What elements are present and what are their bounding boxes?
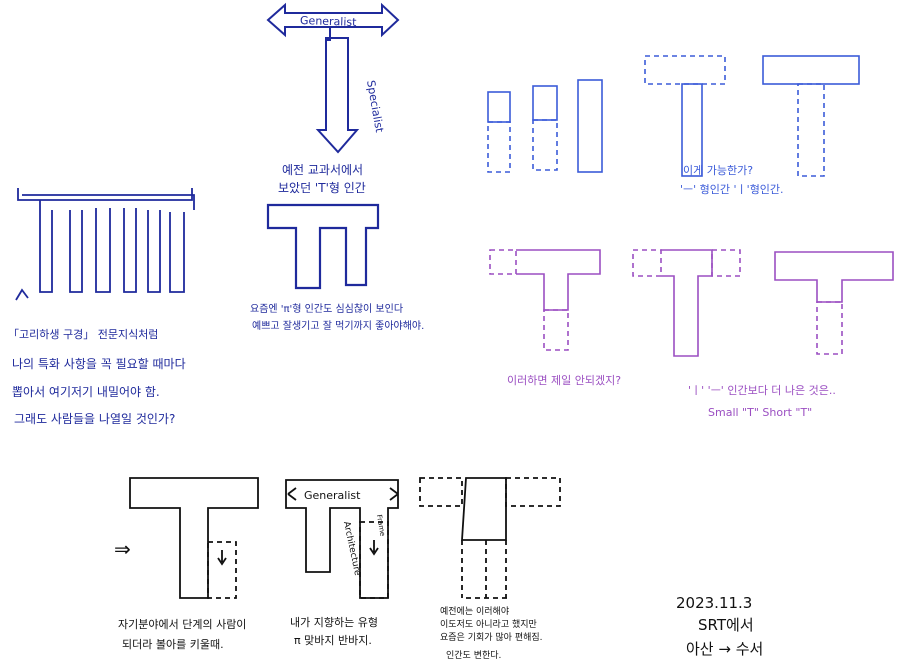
- bottom-caption2-line1: 내가 지향하는 유형: [290, 615, 378, 629]
- architecture-label: Architecture: [341, 521, 362, 577]
- bottom-caption1-line2: 되더라 볼아를 키울때.: [122, 638, 224, 651]
- bottom-generalist-label: Generalist: [304, 489, 361, 502]
- bottom-caption3-line2: 이도저도 아니라고 했지만: [440, 618, 537, 630]
- bottom-caption2-line2: π 맞바지 반바지.: [294, 634, 372, 647]
- signature-line2: SRT에서: [698, 616, 754, 634]
- comb-caption-line3: 뽑아서 여기저기 내밀어야 함.: [12, 385, 160, 399]
- t-caption-line1: 예전 교과서에서: [282, 163, 363, 177]
- purple-t-diagram: [489, 249, 894, 357]
- pi-caption-line1: 요즘엔 'π'형 인간도 심심찮이 보인다: [250, 303, 403, 315]
- blue-caption-line1: 이게 가능한가?: [683, 164, 753, 177]
- bottom-caption3-line4: 인간도 변한다.: [446, 650, 501, 661]
- frame-label: Frame: [375, 514, 387, 537]
- bottom-caption3-line3: 요즘은 기회가 많아 편해짐.: [440, 631, 543, 643]
- t-caption-line2: 보았던 'T'형 인간: [278, 181, 366, 195]
- arrow-glyph: ⇒: [114, 537, 131, 561]
- blue-bars-diagram: [487, 55, 860, 177]
- signature-date: 2023.11.3: [676, 594, 752, 612]
- purple-caption-left: 이러하면 제일 안되겠지?: [507, 373, 621, 387]
- bottom-caption3-line1: 예전에는 이러해야: [440, 606, 509, 617]
- comb-shape-diagram: [15, 188, 195, 301]
- generalist-label: Generalist: [300, 14, 358, 29]
- bottom-caption1-line1: 자기분야에서 단계의 사람이: [118, 618, 246, 631]
- t-shape-diagram: [266, 2, 400, 154]
- purple-caption-right-line1: 'ㅣ' 'ㅡ' 인간보다 더 나은 것은..: [688, 384, 836, 397]
- pi-caption-line2: 예쁘고 잘생기고 잘 먹기까지 좋아야해야.: [252, 319, 424, 332]
- blue-caption-line2: 'ㅡ' 형인간 'ㅣ'형인간.: [680, 183, 784, 196]
- purple-caption-right-line2: Small "T" Short "T": [708, 406, 812, 419]
- signature-line3: 아산 → 수서: [686, 640, 763, 658]
- specialist-label: Specialist: [364, 79, 386, 134]
- pi-shape-diagram: [266, 203, 380, 290]
- comb-caption-line1: 「고리하생 구경」 전문지식처럼: [8, 327, 158, 341]
- comb-caption-line4: 그래도 사람들을 나열일 것인가?: [14, 412, 175, 426]
- comb-caption-line2: 나의 특화 사항을 꼭 필요할 때마다: [12, 357, 186, 371]
- bottom-sketches: [129, 477, 561, 599]
